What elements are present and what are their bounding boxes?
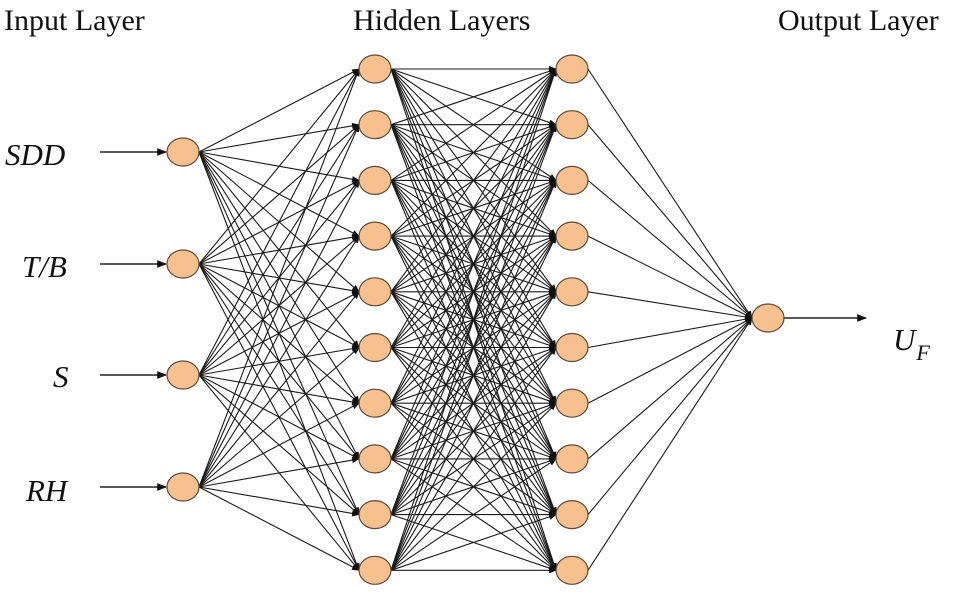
hidden1-node — [358, 165, 392, 195]
input-label-tb: T/B — [22, 249, 67, 284]
io-arrows — [100, 148, 867, 491]
edge-hidden1-to-hidden2 — [390, 123, 557, 571]
edge-input-to-hidden1 — [198, 235, 360, 488]
hidden-layers-title: Hidden Layers — [353, 4, 530, 37]
neurons — [166, 54, 785, 585]
edge-hidden2-to-output — [587, 317, 753, 515]
edge-hidden2-to-output — [587, 124, 753, 319]
edge-hidden1-to-hidden2 — [390, 513, 557, 571]
edge-hidden2-to-output — [587, 68, 753, 319]
hidden2-node — [555, 110, 589, 140]
input-label-rh: RH — [25, 473, 69, 508]
edge-hidden2-to-output — [587, 317, 753, 460]
edge-input-to-hidden1 — [198, 291, 360, 488]
edge-input-to-hidden1 — [198, 179, 360, 488]
hidden2-node — [555, 499, 589, 530]
edge-hidden2-to-output — [587, 291, 753, 320]
edge-hidden2-to-output — [587, 317, 753, 404]
edge-hidden1-to-hidden2 — [390, 346, 557, 571]
hidden1-node — [358, 332, 392, 363]
output-label-uf: UF — [893, 322, 930, 365]
edge-hidden1-to-hidden2 — [390, 68, 557, 293]
edge-input-to-hidden1 — [198, 457, 360, 488]
edge-hidden1-to-hidden2 — [390, 68, 557, 181]
input-node — [166, 472, 200, 502]
hidden2-node — [555, 332, 589, 363]
connections — [198, 65, 753, 574]
edge-hidden1-to-hidden2 — [390, 458, 557, 571]
edge-input-to-hidden1 — [198, 122, 360, 153]
hidden1-node — [358, 444, 392, 474]
hidden1-node — [358, 277, 392, 307]
edge-input-to-hidden1 — [198, 68, 360, 153]
edge-input-to-hidden1 — [198, 486, 360, 571]
hidden1-node — [358, 499, 392, 530]
edge-hidden1-to-hidden2 — [390, 68, 557, 237]
edge-hidden2-to-output — [587, 179, 753, 319]
hidden2-node — [555, 555, 589, 585]
hidden1-node — [358, 110, 392, 140]
input-node — [166, 137, 200, 167]
hidden2-node — [555, 54, 589, 84]
edge-hidden1-to-hidden2 — [390, 68, 557, 460]
edge-hidden2-to-output — [587, 235, 753, 319]
edge-hidden1-to-hidden2 — [390, 68, 557, 515]
edge-input-to-hidden1 — [198, 124, 360, 376]
edge-hidden1-to-hidden2 — [390, 68, 557, 348]
input-node — [166, 249, 200, 279]
hidden2-node — [555, 388, 589, 418]
hidden2-node — [555, 277, 589, 307]
input-label-sdd: SDD — [5, 137, 65, 172]
hidden2-node — [555, 165, 589, 195]
input-label-s: S — [53, 359, 69, 394]
hidden1-node — [358, 54, 392, 84]
hidden2-node — [555, 221, 589, 251]
edge-input-to-hidden1 — [198, 123, 360, 488]
edge-hidden1-to-hidden2 — [390, 68, 557, 126]
edge-input-to-hidden1 — [198, 68, 360, 265]
edge-hidden1-to-hidden2 — [390, 68, 557, 404]
input-node — [166, 360, 200, 390]
hidden1-node — [358, 388, 392, 418]
edge-input-to-hidden1 — [198, 346, 360, 488]
output-layer-title: Output Layer — [778, 4, 939, 37]
output-node — [751, 303, 785, 333]
input-layer-title: Input Layer — [4, 4, 145, 37]
hidden2-node — [555, 444, 589, 474]
edge-input-to-hidden1 — [198, 402, 360, 488]
edge-hidden1-to-hidden2 — [390, 291, 557, 571]
edge-hidden2-to-output — [587, 316, 753, 349]
edge-hidden1-to-hidden2 — [390, 402, 557, 571]
edge-hidden2-to-output — [587, 317, 753, 571]
hidden1-node — [358, 555, 392, 585]
hidden1-node — [358, 221, 392, 251]
edge-hidden1-to-hidden2 — [390, 179, 557, 571]
edge-hidden1-to-hidden2 — [390, 235, 557, 571]
edge-hidden1-to-hidden2 — [390, 68, 557, 571]
edge-input-to-hidden1 — [198, 68, 360, 376]
edge-input-to-hidden1 — [198, 486, 360, 517]
edge-input-to-hidden1 — [198, 68, 360, 488]
edge-input-to-hidden1 — [198, 124, 360, 265]
